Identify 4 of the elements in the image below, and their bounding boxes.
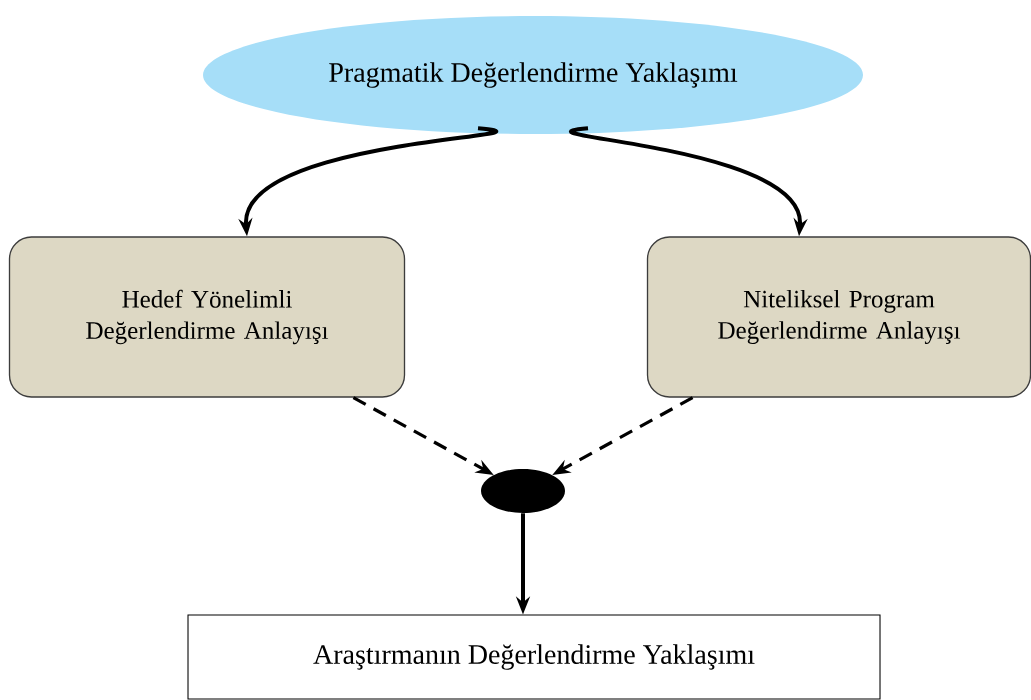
concept-box: Hedef Yönelimli Değerlendirme Anlayışı [8, 236, 406, 398]
concept-box: Niteliksel Program Değerlendirme Anlayışı [646, 236, 1031, 398]
result-box: Araştırmanın Değerlendirme Yaklaşımı [187, 614, 881, 700]
junction-ellipse [481, 469, 565, 513]
